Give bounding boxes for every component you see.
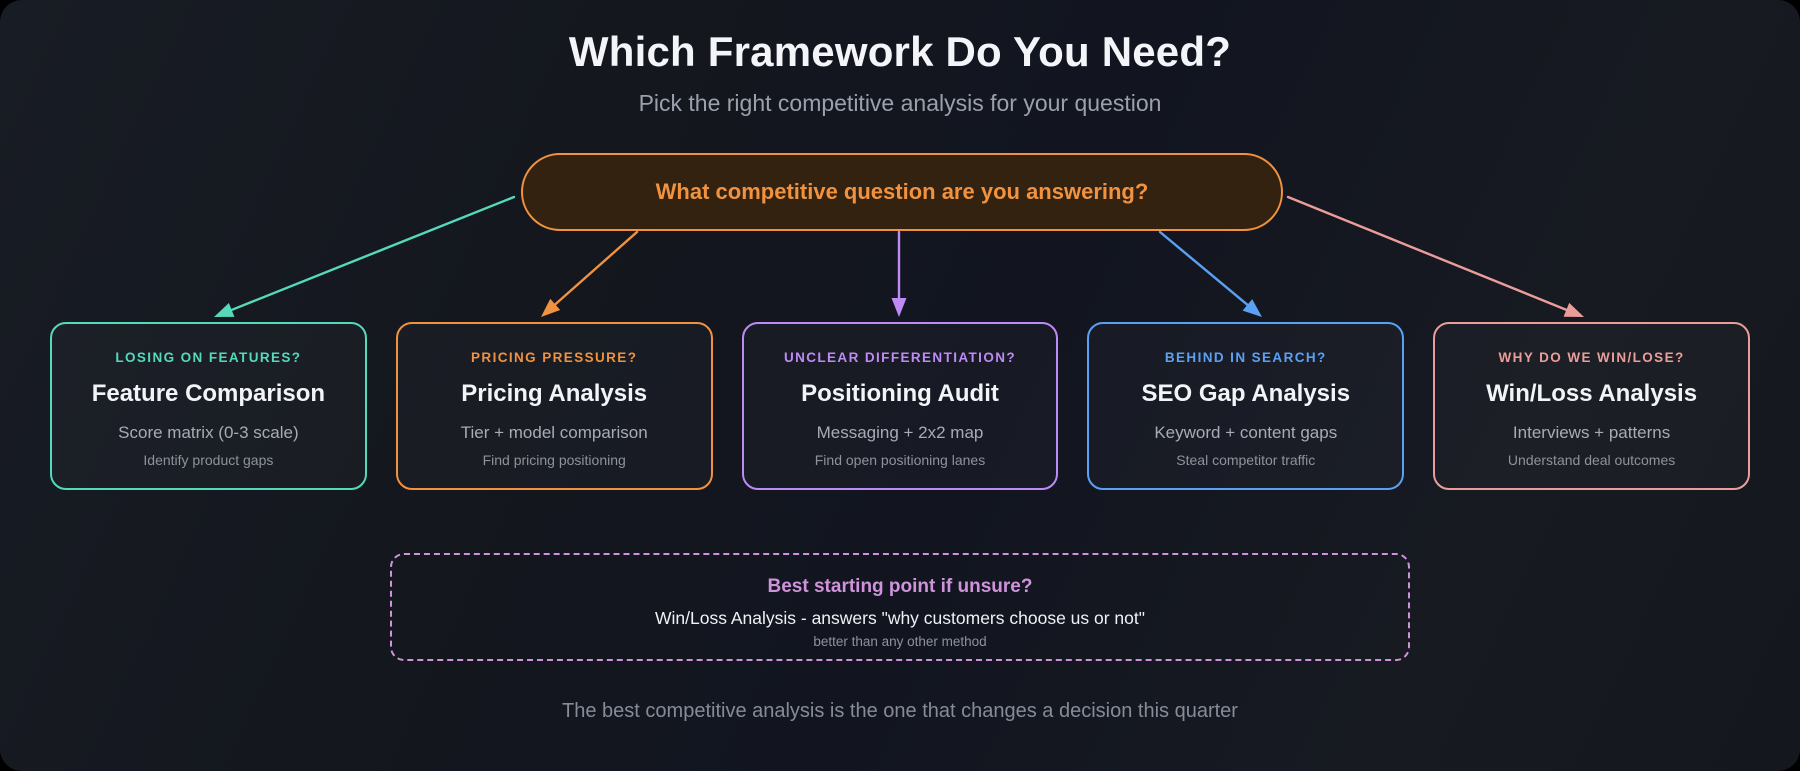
recommendation-note: better than any other method [813,634,987,649]
recommendation-title: Best starting point if unsure? [767,576,1033,597]
card-method: Messaging + 2x2 map [816,423,984,442]
connector-line [1158,230,1249,307]
connector-line [230,195,516,312]
card-title: Win/Loss Analysis [1486,380,1698,407]
arrowhead-icon [891,298,907,317]
framework-cards-row: LOSING ON FEATURES? Feature Comparison S… [50,322,1750,490]
card-question-label: LOSING ON FEATURES? [115,350,302,365]
card-outcome: Steal competitor traffic [1176,452,1316,468]
card-method: Interviews + patterns [1512,423,1671,442]
card-question-label: PRICING PRESSURE? [471,350,638,365]
card-question-label: BEHIND IN SEARCH? [1164,350,1327,365]
arrowhead-icon [1242,299,1262,317]
card-method: Tier + model comparison [460,423,648,442]
card-title: Positioning Audit [801,380,999,407]
card-question-label: WHY DO WE WIN/LOSE? [1498,350,1685,365]
page-title: Which Framework Do You Need? [568,28,1232,75]
card-method: Keyword + content gaps [1154,423,1338,442]
arrowhead-icon [541,298,561,317]
card-question-label: UNCLEAR DIFFERENTIATION? [783,350,1017,365]
root-question-label: What competitive question are you answer… [655,179,1149,204]
card-outcome: Find open positioning lanes [814,452,986,468]
arrowhead-icon [1563,302,1584,317]
header: Which Framework Do You Need? Pick the ri… [0,28,1800,117]
page-subtitle: Pick the right competitive analysis for … [638,90,1162,116]
card-seo-gap-analysis: BEHIND IN SEARCH? SEO Gap Analysis Keywo… [1087,322,1405,490]
root-question-box: What competitive question are you answer… [521,153,1283,231]
card-feature-comparison: LOSING ON FEATURES? Feature Comparison S… [50,322,367,490]
card-win-loss-analysis: WHY DO WE WIN/LOSE? Win/Loss Analysis In… [1433,322,1750,490]
card-title: Pricing Analysis [461,380,648,407]
card-outcome: Find pricing positioning [482,452,626,468]
card-title: SEO Gap Analysis [1141,380,1351,407]
card-title: Feature Comparison [91,380,326,407]
recommendation-box: Best starting point if unsure? Win/Loss … [390,553,1410,661]
connector-line [554,230,639,306]
arrowhead-icon [214,302,235,317]
card-outcome: Identify product gaps [143,452,274,468]
card-outcome: Understand deal outcomes [1507,452,1676,468]
card-pricing-analysis: PRICING PRESSURE? Pricing Analysis Tier … [395,322,713,490]
connector-line [1286,195,1568,312]
recommendation-body: Win/Loss Analysis - answers "why custome… [655,608,1145,628]
footer-note: The best competitive analysis is the one… [562,700,1238,722]
card-method: Score matrix (0-3 scale) [118,423,299,442]
card-positioning-audit: UNCLEAR DIFFERENTIATION? Positioning Aud… [741,322,1059,490]
